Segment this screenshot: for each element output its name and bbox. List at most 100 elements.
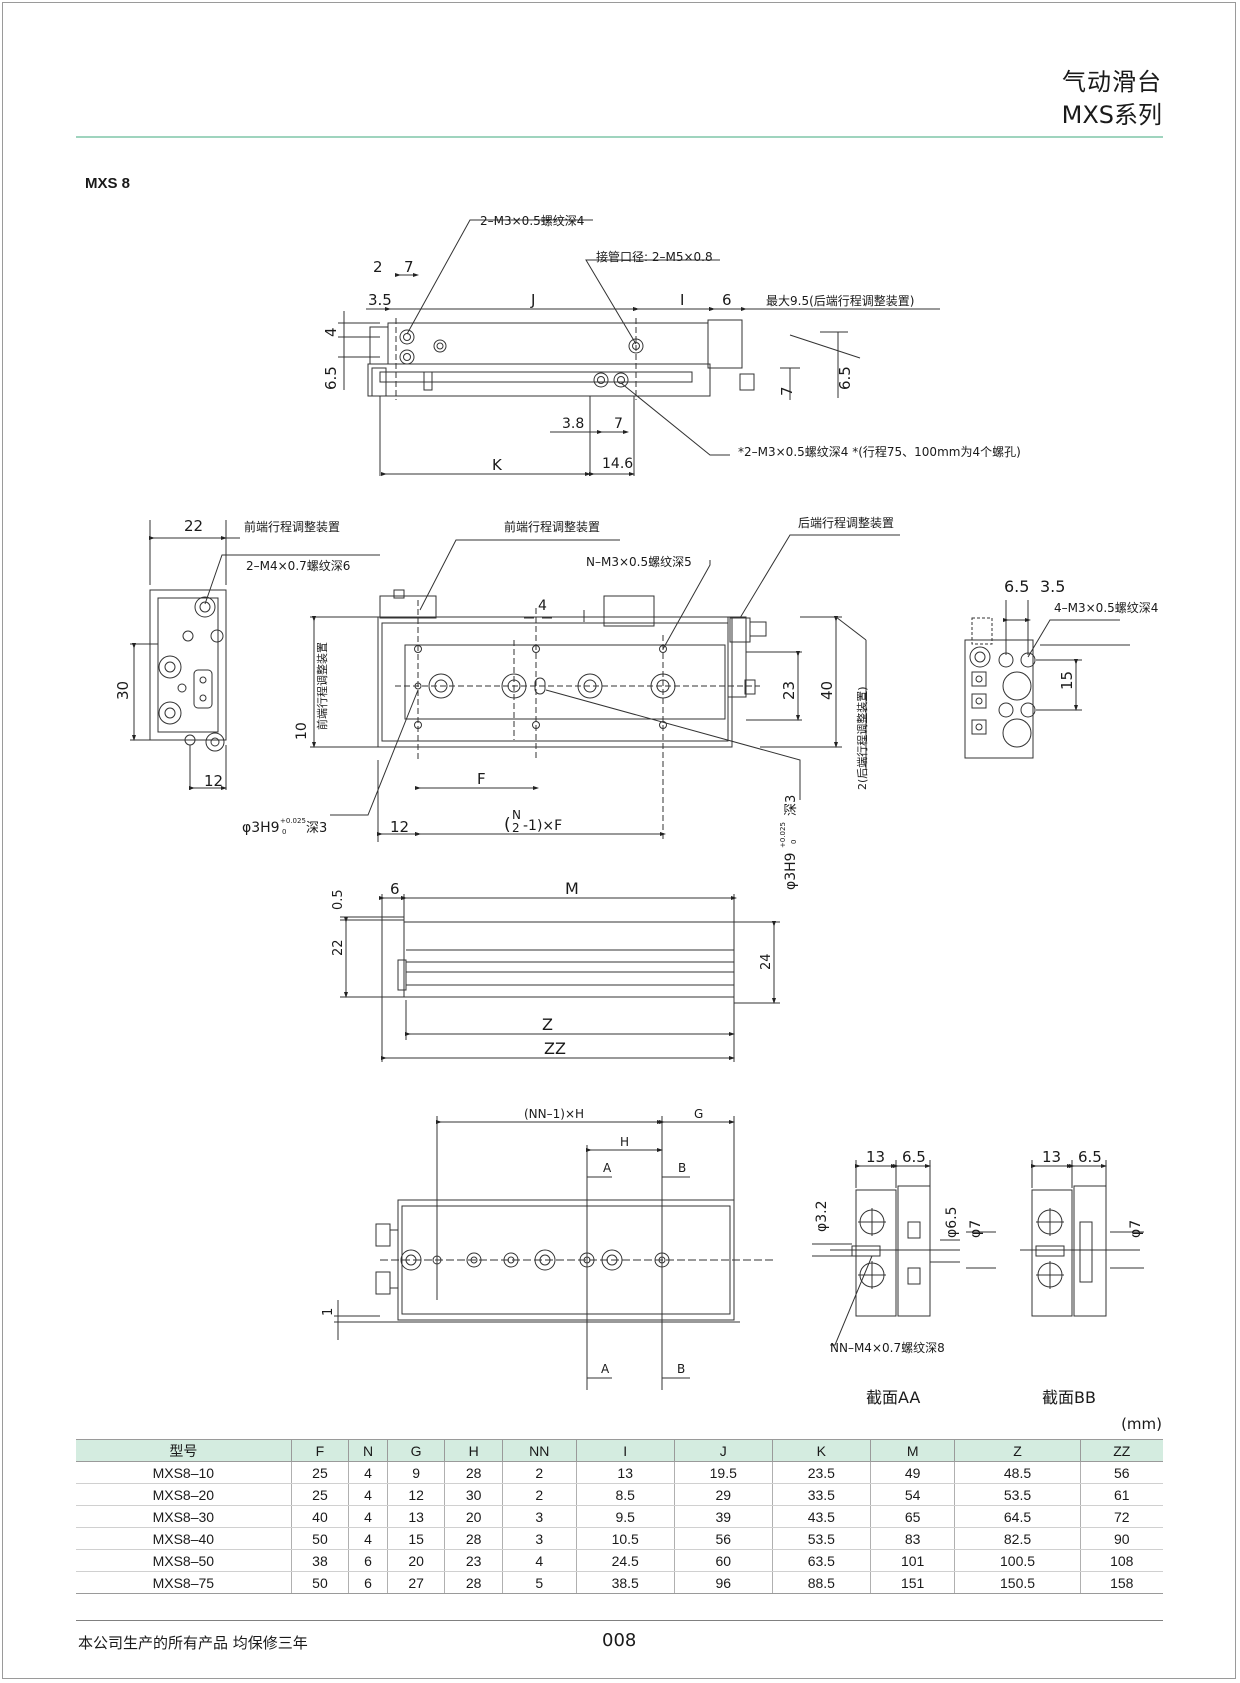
side-view: [340, 894, 780, 1062]
table-cell: MXS8–10: [76, 1461, 292, 1484]
table-cell: 29: [673, 1483, 773, 1506]
table-header-cell: H: [444, 1439, 503, 1462]
bb-dim-6-5: 6.5: [1078, 1148, 1102, 1166]
table-cell: 19.5: [673, 1461, 773, 1484]
header-series: MXS系列: [1061, 101, 1162, 129]
table-cell: 56: [673, 1527, 773, 1550]
label-vertical-front: 前端行程调整装置: [315, 642, 329, 730]
aa-phi-6-5: φ6.5: [944, 1207, 960, 1239]
dim-n-paren-open: (: [504, 815, 511, 835]
dim-H: H: [620, 1135, 629, 1149]
pin-tol-zero-left: 0: [282, 828, 286, 836]
label-rear-adjuster: 后端行程调整装置: [798, 515, 894, 530]
table-cell: 15: [386, 1527, 445, 1550]
table-cell: 72: [1079, 1505, 1163, 1528]
bb-phi-7: φ7: [1128, 1220, 1144, 1238]
table-cell: 39: [673, 1505, 773, 1528]
table-cell: 28: [444, 1527, 503, 1550]
table-cell: 10.5: [575, 1527, 675, 1550]
dim-J: J: [530, 291, 535, 309]
dim-23: 23: [780, 681, 798, 700]
dim-4: 4: [538, 598, 547, 614]
dim-12-bottom: 12: [390, 818, 409, 836]
table-cell: 25: [290, 1483, 349, 1506]
table-cell: 4: [348, 1505, 388, 1528]
dim-4: 4: [322, 327, 340, 337]
table-cell: 33.5: [771, 1483, 871, 1506]
dim-6-5-left: 6.5: [322, 366, 340, 390]
dim-7: 7: [404, 258, 414, 276]
section-aa-labels: 13 6.5 φ3.2 φ6.5 φ7 NN–M4×0.7螺纹深8 截面AA: [814, 1148, 984, 1407]
dim-12-left: 12: [204, 772, 223, 790]
table-cell: 56: [1079, 1461, 1163, 1484]
table-cell: 9.5: [575, 1505, 675, 1528]
dim-10: 10: [294, 722, 310, 740]
table-cell: 48.5: [954, 1461, 1081, 1484]
section-bb-labels: 13 6.5 φ7 截面BB: [1042, 1148, 1144, 1407]
dim-30: 30: [114, 681, 132, 700]
top-view-labels: 2–M3×0.5螺纹深4 接管口径: 2–M5×0.8 最大9.5(后端行程调整…: [322, 214, 1021, 474]
dim-I: I: [680, 291, 684, 309]
bottom-view-labels: (NN–1)×H G H A B A B 1: [321, 1107, 703, 1376]
table-cell: 6: [348, 1571, 388, 1594]
table-cell: 38: [290, 1549, 349, 1572]
table-cell: 108: [1079, 1549, 1163, 1572]
table-cell: 9: [386, 1461, 445, 1484]
table-cell: 28: [444, 1571, 503, 1594]
label-front-adjuster-1: 前端行程调整装置: [244, 519, 340, 534]
table-cell: 158: [1079, 1571, 1163, 1594]
table-cell: 20: [386, 1549, 445, 1572]
page-number: 008: [602, 1630, 637, 1651]
table-cell: 25: [290, 1461, 349, 1484]
table-cell: 13: [386, 1505, 445, 1528]
dim-22: 22: [331, 939, 346, 956]
side-view-labels: 6 M 0.5 22 24 Z ZZ: [331, 879, 774, 1058]
table-cell: 20: [444, 1505, 503, 1528]
table-cell: 30: [444, 1483, 503, 1506]
table-header-cell: J: [673, 1439, 773, 1462]
table-cell: MXS8–50: [76, 1549, 292, 1572]
label-front-adjuster-2: 前端行程调整装置: [504, 519, 600, 534]
table-header-cell: NN: [501, 1439, 577, 1462]
table-header-cell: ZZ: [1079, 1439, 1163, 1462]
table-cell: 4: [348, 1527, 388, 1550]
dim-22: 22: [184, 517, 203, 535]
front-view-labels: 22 前端行程调整装置 2–M4×0.7螺纹深6 前端行程调整装置 后端行程调整…: [114, 515, 894, 890]
callout-nm3: N–M3×0.5螺纹深5: [586, 555, 692, 569]
table-cell: 6: [348, 1549, 388, 1572]
table-cell: 24.5: [575, 1549, 675, 1572]
table-header-cell: I: [575, 1439, 675, 1462]
dim-nn-h: (NN–1)×H: [524, 1107, 584, 1121]
table-cell: 50: [290, 1571, 349, 1594]
callout-tapped-hole-1: 2–M3×0.5螺纹深4: [480, 214, 584, 228]
label-B-top: B: [678, 1161, 686, 1175]
table-header-cell: G: [386, 1439, 445, 1462]
table-cell: 12: [386, 1483, 445, 1506]
section-aa: [812, 1160, 996, 1346]
table-cell: 43.5: [771, 1505, 871, 1528]
dim-Z: Z: [542, 1015, 553, 1034]
table-cell: 38.5: [575, 1571, 675, 1594]
table-cell: 96: [673, 1571, 773, 1594]
table-cell: 4: [348, 1483, 388, 1506]
dim-3-5: 3.5: [368, 291, 392, 309]
table-cell: 8.5: [575, 1483, 675, 1506]
table-header-cell: K: [771, 1439, 871, 1462]
callout-pin-left: φ3H9: [242, 820, 280, 836]
right-end-view: [964, 600, 1130, 759]
table-cell: 53.5: [954, 1483, 1081, 1506]
table-header-cell: Z: [954, 1439, 1081, 1462]
label-B-bottom: B: [677, 1362, 685, 1376]
section-bb: [1020, 1160, 1144, 1317]
bb-dim-13: 13: [1042, 1148, 1061, 1166]
pin-tol-zero-right: 0: [790, 840, 798, 844]
dim-2: 2: [373, 258, 383, 276]
dim-F: F: [477, 770, 486, 788]
caption-bb: 截面BB: [1042, 1388, 1096, 1407]
table-cell: 90: [1079, 1527, 1163, 1550]
table-unit: (mm): [1121, 1415, 1162, 1433]
